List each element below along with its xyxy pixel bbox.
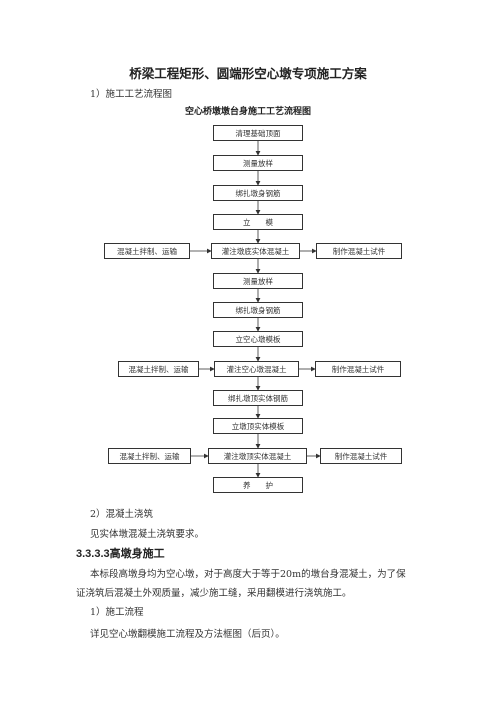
flow-step-hollow-formwork: 立空心墩模板 <box>213 331 303 347</box>
flow-side-mix-transport-2: 混凝土拌制、运输 <box>118 361 199 377</box>
item-2-text: 见实体墩混凝土浇筑要求。 <box>90 529 205 540</box>
flow-step-pour-top: 灌注墩顶实体混凝土 <box>208 448 307 464</box>
flow-step-clean-foundation: 清理基础顶面 <box>213 125 303 141</box>
flow-side-mix-transport-1: 混凝土拌制、运输 <box>104 243 190 259</box>
flow-step-survey-1: 测量放样 <box>213 155 303 171</box>
paragraph-line-2: 证浇筑后混凝土外观质量，减少施工缝，采用翻模进行浇筑施工。 <box>76 588 352 599</box>
flowchart-title: 空心桥墩墩台身施工工艺流程图 <box>184 107 311 117</box>
item-heading-3: 1）施工流程 <box>90 607 144 618</box>
flow-step-top-rebar: 绑扎墩顶实体钢筋 <box>213 390 303 406</box>
flow-side-test-specimen-2: 制作混凝土试件 <box>315 361 401 377</box>
flow-step-survey-2: 测量放样 <box>213 273 303 289</box>
item-heading-2: 2）混凝土浇筑 <box>90 509 154 520</box>
paragraph-line-1: 本标段高墩身均为空心墩，对于高度大于等于20m的墩台身混凝土，为了保 <box>90 569 406 580</box>
item-3-text: 详见空心墩翻模施工流程及方法框图（后页）。 <box>90 629 285 640</box>
flow-step-rebar-2: 绑扎墩身钢筋 <box>213 302 303 318</box>
flow-side-test-specimen-3: 制作混凝土试件 <box>320 448 402 464</box>
flow-side-mix-transport-3: 混凝土拌制、运输 <box>108 448 191 464</box>
flow-side-test-specimen-1: 制作混凝土试件 <box>316 243 402 259</box>
flow-step-rebar-1: 绑扎墩身钢筋 <box>213 185 303 201</box>
flow-step-pour-hollow: 灌注空心墩混凝土 <box>214 361 299 377</box>
flow-step-curing: 养 护 <box>213 477 303 493</box>
item-heading-1: 1）施工工艺流程图 <box>90 89 173 100</box>
flow-step-top-formwork: 立墩顶实体模板 <box>213 418 303 434</box>
section-heading: 3.3.3.3高墩身施工 <box>76 548 165 560</box>
flow-step-formwork: 立 模 <box>213 214 303 230</box>
document-title: 桥梁工程矩形、圆端形空心墩专项施工方案 <box>129 66 367 81</box>
flow-step-pour-bottom: 灌注墩底实体混凝土 <box>211 243 300 259</box>
